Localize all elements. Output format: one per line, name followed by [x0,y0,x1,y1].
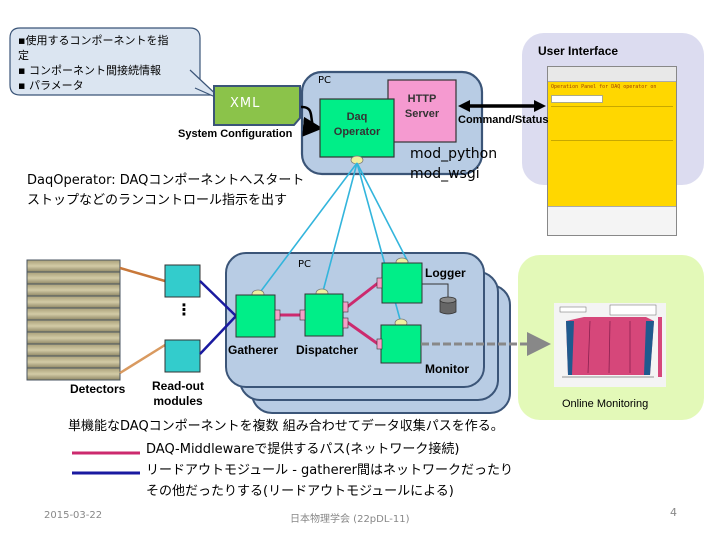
server-modules: mod_python mod_wsgi [410,144,497,184]
system-configuration-label: System Configuration [178,128,293,140]
detector-strip [26,283,121,297]
legend-readout-text: リードアウトモジュール - gatherer間はネットワークだったり [146,463,514,478]
logger-label: Logger [425,266,466,280]
detector-strip [26,259,121,273]
daq-operator-description: DaqOperator: DAQコンポーネントへスタート ストップなどのランコン… [27,171,304,211]
daq-operator-port [350,155,364,165]
ui-status-panel [551,106,673,137]
detector-strip [26,343,121,357]
summary-continuation: その他だったりする(リードアウトモジュールによる) [146,484,454,499]
callout-line-3: ▪ コンポーネント間接続情報 [18,64,161,77]
xml-label: XML [230,96,261,111]
readout-ellipsis: ⋮ [176,300,192,319]
online-monitoring-title: Online Monitoring [562,398,649,410]
daq-operator-label: Daq Operator [320,110,394,140]
readout-label-line-1: Read-out [152,379,204,393]
monitor-label: Monitor [425,362,469,376]
detector-strip [26,271,121,285]
http-server-label: HTTP Server [388,92,456,122]
ui-panel-title: Operation Panel for DAQ operator on [551,84,657,90]
dispatcher-box [304,293,344,337]
detector-strip [26,319,121,333]
detector-strip [26,295,121,309]
detector-strip [26,307,121,321]
readout-label-line-2: modules [153,394,203,408]
detector-strip [26,367,121,381]
user-interface-title: User Interface [538,44,619,58]
page-number: 4 [670,506,677,519]
monitoring-histogram [554,303,666,387]
footer-date: 2015-03-22 [44,510,103,521]
callout-line-2: 定 [18,49,29,62]
pc-bottom-label: PC [298,259,312,270]
module-mod-python: mod_python [410,146,498,162]
daq-operator-desc-line-2: ストップなどのランコントロール指示を出す [27,193,288,208]
callout-line-1: ▪使用するコンポーネントを指 [18,34,169,47]
detector-link-bottom [119,343,166,375]
connector-stubs [274,277,383,350]
logger-disk-link [422,283,449,299]
xml-box [213,85,301,126]
disk-icon [439,296,457,315]
logger-box [381,262,423,304]
callout-line-4: ▪ パラメータ [18,79,84,92]
daq-operator-desc-line-1: DaqOperator: DAQコンポーネントへスタート [27,173,305,188]
network-paths [280,281,379,346]
http-server-line-1: HTTP [407,93,437,105]
gatherer-box [235,294,276,338]
ui-input [551,95,603,103]
http-server-box [387,79,457,143]
histogram-plot [559,304,662,378]
http-server-line-2: Server [404,108,440,120]
ui-component-table [551,140,673,191]
ui-statusbar [548,206,676,235]
daq-operator-line-1: Daq [346,111,368,123]
command-status-label: Command/Status [458,114,549,126]
browser-toolbar [548,67,676,82]
detector-stack [26,259,121,381]
detector-link-top [119,266,166,283]
detector-strip [26,355,121,369]
dispatcher-label: Dispatcher [296,343,359,357]
readout-label: Read-out modules [152,379,204,409]
config-arrow [300,105,323,137]
daq-operator-box [319,98,395,158]
pc-top-label: PC [318,75,332,86]
readout-module-bottom [164,339,201,373]
detectors-label: Detectors [70,382,126,396]
module-mod-wsgi: mod_wsgi [410,166,480,182]
daq-operator-line-2: Operator [333,126,381,138]
readout-module-top [164,264,201,298]
detector-strip [26,331,121,345]
callout-text: ▪使用するコンポーネントを指 定 ▪ コンポーネント間接続情報 ▪ パラメータ [18,33,168,93]
gatherer-label: Gatherer [228,343,279,357]
summary-headline: 単機能なDAQコンポーネントを複数 組み合わせてデータ収集パスを作る。 [68,419,504,434]
monitor-box [380,324,422,364]
legend-network-text: DAQ-Middlewareで提供するパス(ネットワーク接続) [146,442,460,457]
ui-screenshot: Operation Panel for DAQ operator on [547,66,677,236]
footer-event: 日本物理学会 (22pDL-11) [290,514,410,525]
